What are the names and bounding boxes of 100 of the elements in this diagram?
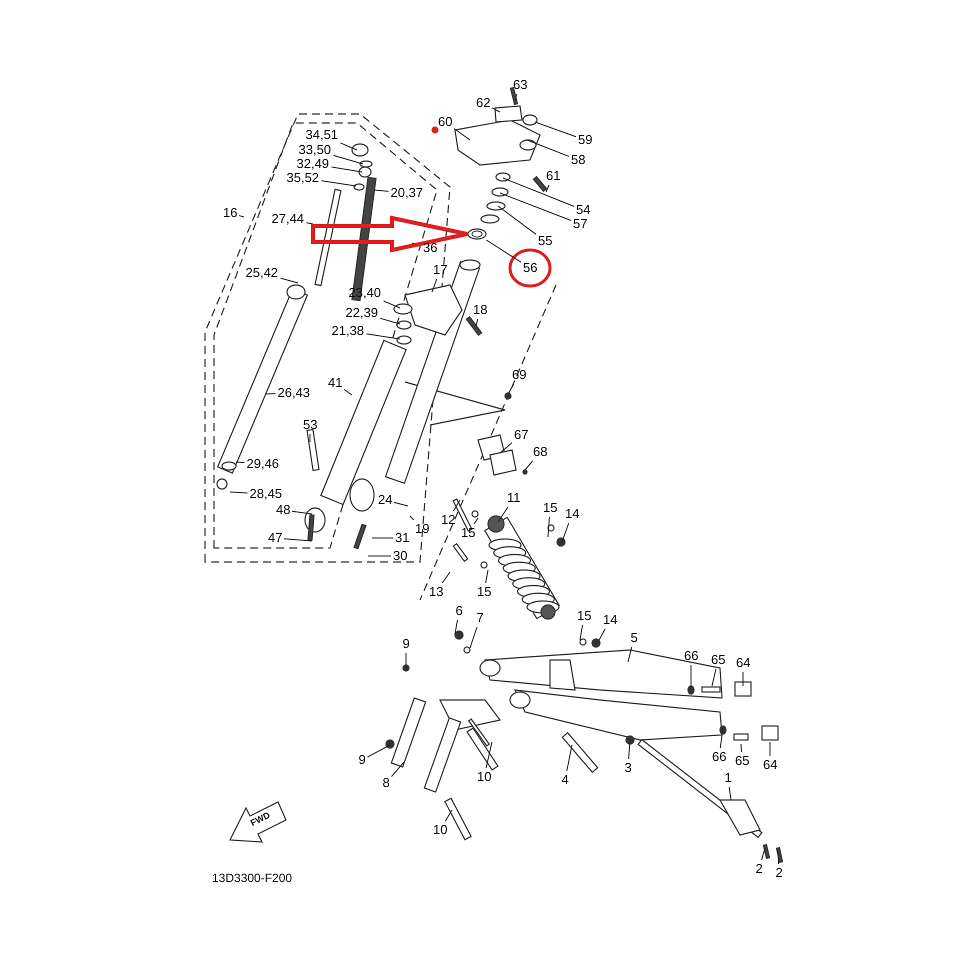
callout-number: 41 (328, 376, 342, 390)
leader-line (500, 442, 512, 454)
leader-line (728, 786, 732, 800)
callout-number: 30 (393, 549, 408, 563)
leader-line (498, 206, 536, 235)
leader-line (500, 192, 572, 222)
callout-number: 66 (712, 750, 726, 764)
leader-line (284, 538, 312, 542)
leader-line (331, 166, 362, 172)
callout-number: 13 (429, 585, 444, 599)
leader-line (454, 620, 458, 634)
callout-number: 65 (711, 653, 726, 667)
leader-line (432, 278, 438, 292)
callout-number: 27,44 (272, 212, 304, 226)
leader-line (442, 572, 450, 584)
callout-number: 9 (402, 637, 410, 651)
leader-line (374, 190, 389, 192)
callout-number: 64 (736, 656, 750, 670)
leader-line (524, 460, 533, 470)
callout-number: 64 (763, 758, 778, 772)
leader-line (492, 107, 500, 112)
leader-line (628, 646, 632, 662)
leader-line (720, 728, 724, 748)
direction-label: FWD (248, 809, 273, 830)
leader-line (410, 516, 414, 520)
leader-line (321, 180, 356, 186)
callout-number: 69 (512, 368, 526, 382)
leader-line (742, 672, 744, 686)
callout-number: 20,37 (390, 186, 424, 200)
callout-number: 67 (514, 428, 528, 442)
callout-number: 14 (565, 507, 580, 521)
leader-line (566, 744, 572, 772)
callout-number: 15 (461, 526, 476, 540)
leader-line (280, 278, 298, 284)
leader-line (485, 570, 488, 584)
callout-number: 63 (513, 78, 528, 92)
callout-number: 5 (630, 631, 638, 645)
leader-line (452, 500, 460, 512)
leader-line (383, 300, 400, 308)
leader-line (761, 848, 766, 860)
callout-number: 28,45 (250, 487, 282, 501)
callout-number: 61 (546, 169, 560, 183)
callout-number: 58 (571, 153, 586, 167)
leader-line (236, 462, 245, 464)
leader-line (690, 664, 692, 688)
callout-number: 11 (507, 491, 520, 505)
callout-number: 62 (476, 96, 490, 110)
callout-number: 2 (776, 866, 783, 880)
leader-line (366, 333, 400, 340)
leader-line (740, 744, 742, 752)
callout-number: 35,52 (286, 171, 320, 185)
callout-number: 24 (378, 493, 392, 507)
callout-number: 26,43 (278, 386, 310, 400)
callout-number: 9 (358, 753, 366, 767)
callout-number: 68 (533, 445, 548, 459)
callout-number: 15 (543, 501, 558, 515)
leader-line (498, 506, 508, 522)
leader-line (508, 384, 514, 394)
callout-number: 15 (477, 585, 492, 599)
leader-line (546, 184, 550, 192)
leader-line (526, 140, 570, 157)
callout-number: 4 (562, 773, 569, 787)
leader-line (474, 518, 478, 524)
callout-number: 15 (577, 609, 592, 623)
diagram-code: 13D3300-F200 (212, 871, 292, 885)
leader-line (778, 850, 780, 864)
leader-line (367, 744, 390, 758)
leader-line (238, 215, 244, 218)
leader-line (712, 668, 716, 686)
callout-number: 57 (573, 217, 588, 231)
callout-number: 8 (382, 776, 390, 790)
washer-drawing (467, 228, 487, 240)
callout-number: 16 (223, 206, 238, 220)
callout-number: 2 (756, 862, 763, 876)
leader-line (264, 393, 276, 394)
callout-number: 31 (395, 531, 410, 545)
callout-number: 34,51 (306, 128, 338, 142)
callout-number: 60 (438, 115, 452, 129)
callout-number: 59 (578, 133, 592, 147)
leader-line (628, 740, 630, 760)
leader-line (306, 222, 314, 224)
leader-line (340, 142, 358, 150)
callout-number: 1 (724, 771, 732, 785)
callout-number: 10 (477, 770, 492, 784)
leader-line (444, 810, 452, 822)
leader-line (391, 762, 404, 778)
callout-number: 48 (276, 503, 290, 517)
callout-number: 22,39 (346, 306, 378, 320)
callout-number: 54 (576, 203, 590, 217)
callout-number: 10 (433, 823, 448, 837)
callout-number: 3 (624, 761, 632, 775)
callout-number: 36 (423, 241, 438, 255)
callout-number: 56 (523, 261, 538, 275)
callout-number: 6 (456, 604, 463, 618)
leader-line (292, 510, 312, 514)
leader-line (380, 318, 400, 324)
leader-line (394, 502, 408, 506)
callout-number: 17 (433, 263, 448, 277)
callout-number: 14 (603, 613, 618, 627)
leader-line (486, 240, 522, 263)
